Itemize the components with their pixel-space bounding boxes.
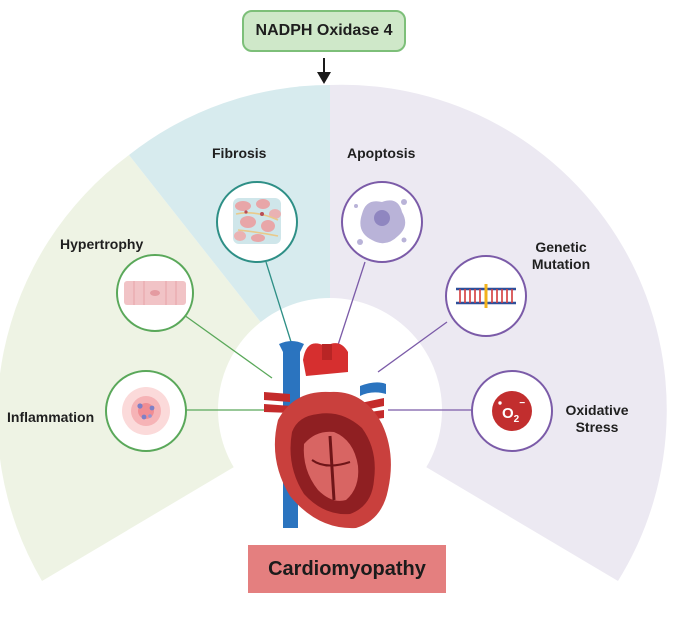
apoptosis-node xyxy=(341,181,423,263)
nadph-oxidase-label: NADPH Oxidase 4 xyxy=(255,22,393,39)
genetic-mutation-line2: Mutation xyxy=(531,256,591,272)
fibrosis-node xyxy=(216,181,298,263)
nadph-oxidase-node: NADPH Oxidase 4 xyxy=(242,10,406,52)
genetic-mutation-line1: Genetic xyxy=(535,239,587,255)
superoxide-charge: − xyxy=(519,398,526,409)
connector-fibrosis xyxy=(265,261,293,346)
dna-strand-icon xyxy=(456,284,516,308)
oxidative-stress-line1: Oxidative xyxy=(565,402,629,418)
superoxide-symbol: O xyxy=(502,405,514,422)
inflammation-node xyxy=(105,370,187,452)
apoptosis-label: Apoptosis xyxy=(347,145,416,161)
hypertrophy-node xyxy=(116,254,194,332)
fibrosis-tissue-icon xyxy=(233,198,281,244)
oxidative-stress-label: Oxidative Stress xyxy=(561,402,633,436)
connector-hypertrophy xyxy=(183,314,273,379)
oxidative-stress-node xyxy=(471,370,553,452)
genetic-mutation-node xyxy=(445,255,527,337)
superoxide-icon xyxy=(492,391,532,431)
green-sector xyxy=(0,155,330,581)
inflammation-icon xyxy=(122,387,170,435)
connector-genetic xyxy=(377,321,448,373)
oxidative-stress-line2: Stress xyxy=(575,419,619,435)
genetic-mutation-label: Genetic Mutation xyxy=(523,239,599,273)
fibrosis-label: Fibrosis xyxy=(212,145,267,161)
inflammation-label: Inflammation xyxy=(7,409,95,425)
connector-apoptosis xyxy=(337,261,366,346)
cardiomyopathy-node: Cardiomyopathy xyxy=(248,545,446,593)
heart-icon xyxy=(264,341,391,529)
apoptotic-cell-icon xyxy=(354,199,407,245)
superoxide-formula: O2 − xyxy=(502,398,526,429)
radical-dot xyxy=(498,401,502,405)
down-arrow-icon xyxy=(317,72,331,84)
hypertrophy-label: Hypertrophy xyxy=(60,236,144,252)
muscle-fiber-icon xyxy=(124,281,186,305)
cardiomyopathy-label: Cardiomyopathy xyxy=(268,557,426,580)
superoxide-subscript: 2 xyxy=(513,414,520,425)
